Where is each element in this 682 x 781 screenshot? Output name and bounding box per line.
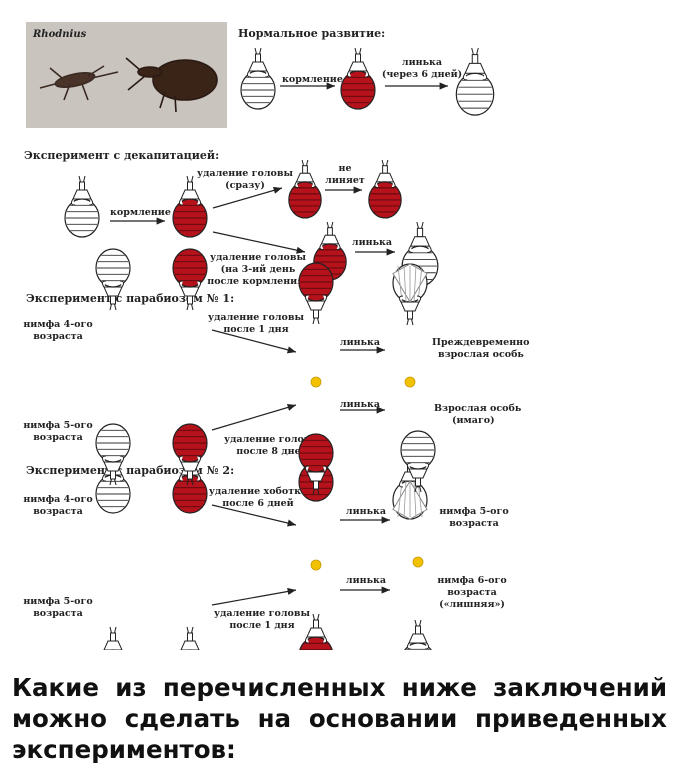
bugs-layer [64,47,495,650]
p2-nymph4-fed [172,423,208,486]
normal-unfed-nymph [240,47,276,110]
normal-molted-nymph [455,47,495,116]
normal-molt-days-label: (через 6 дней) [382,69,462,80]
decap-remove-now-time: (сразу) [225,180,265,191]
parabiosis2-title: Эксперимент с парабиозом № 2: [26,464,234,477]
decap-no-molt-label: не [339,163,352,174]
p2-nymph5-unfed [103,626,123,650]
p2-remove-head-label: удаление головы [214,608,310,619]
p1-remove-day1-time: после 1 дня [223,324,288,335]
decap-title: Эксперимент с декапитацией: [24,149,219,162]
parabiosis1-title: Эксперимент с парабиозом № 1: [26,292,234,305]
p2-result-top [400,430,436,493]
p1-molt-top-label: линька [340,337,380,348]
p2-remove-head-time: после 1 дня [229,620,294,631]
decap-feeding-label: кормление [110,207,171,218]
p2-nymph4-label: нимфа 4-ого [23,494,92,505]
normal-fed-nymph [340,47,376,110]
bug-small-photo [39,65,119,101]
p2-pair-top [298,433,334,496]
decap-fed-nymph-unmolted [368,159,402,219]
p2-arrow-top-left [211,504,297,527]
p1-result-top [392,263,428,326]
decap-unfed-nymph [64,175,100,238]
p1-pair-top [298,262,334,325]
p2-remove-proboscis-label: удаление хоботка [209,486,307,497]
p2-result-bottom-label-3: («лишняя») [439,599,505,610]
p2-result-bottom-label: нимфа 6-ого [437,575,506,586]
bug-engorged-photo [125,57,218,113]
p1-nymph4-fed [172,248,208,311]
p2-result-bottom-label-2: возраста [447,587,497,598]
p1-remove-day1-label: удаление головы [208,312,304,323]
decap-molt-label: линька [352,237,392,248]
decap-fed-nymph [172,175,208,238]
decap-fed-nymph-headless-a [288,159,322,219]
p1-nymph4-label: нимфа 4-ого [23,319,92,330]
p2-result-junction [412,556,424,568]
decap-remove-now-label: удаление головы [197,168,293,179]
p1-nymph5-label-2: возраста [33,432,83,443]
p2-pair-bottom [299,613,333,650]
p1-adult-label-2: (имаго) [452,415,495,426]
p2-result-top-label-2: возраста [449,518,499,529]
p1-remove-day8-time: после 8 дней [236,446,307,457]
p2-nymph4-unfed [95,423,131,486]
p1-arrow-bottom-left [211,403,297,431]
p1-arrow-top-left [211,329,297,354]
decap-no-molt-label-2: линяет [325,175,365,186]
normal-title: Нормальное развитие: [238,27,385,40]
p1-remove-day8-label: удаление головы [224,434,320,445]
experiment-diagram: Rhodnius Нормальное развитие: Эксперимен… [23,22,529,650]
p1-nymph4-unfed [95,248,131,311]
decap-remove-day3-label: удаление головы [210,252,306,263]
p2-junction [310,559,322,571]
p1-adult-label: Взрослая особь [434,403,522,414]
p2-arrow-bottom-left [211,587,297,606]
p2-nymph4-label-2: возраста [33,506,83,517]
normal-feeding-label: кормление [282,74,343,85]
p2-nymph5-label-2: возраста [33,608,83,619]
p1-nymph5-fed [172,451,208,514]
p2-result-top-label: нимфа 5-ого [439,506,508,517]
question-text: Какие из перечисленных ниже заключений м… [12,673,667,764]
photo-label: Rhodnius [32,29,87,40]
p1-premature-label-2: взрослая особь [438,349,524,360]
p1-premature-label: Преждевременно [432,337,529,348]
p2-molt-top-label: линька [346,506,386,517]
p1-result-bottom [392,457,428,520]
p1-molt-bottom-label: линька [340,399,380,410]
decap-remove-now-arrow [212,186,283,209]
rhodnius-photo: Rhodnius [26,22,227,128]
normal-molt-label: линька [402,57,442,68]
p2-remove-proboscis-time: после 6 дней [222,498,293,509]
decap-remove-day3-arrow [212,231,306,254]
p2-nymph5-label: нимфа 5-ого [23,596,92,607]
p2-result-bottom [404,619,432,650]
p1-result-junction [404,376,416,388]
p2-molt-bottom-label: линька [346,575,386,586]
p2-nymph5-fed [180,626,200,650]
p1-junction [310,376,322,388]
p1-nymph4-label-2: возраста [33,331,83,342]
decap-remove-day3-time: (на 3-ий день [221,264,296,275]
p1-nymph5-label: нимфа 5-ого [23,420,92,431]
arrows-layer [110,82,448,606]
decap-remove-day3-time-2: после кормления) [207,276,308,287]
